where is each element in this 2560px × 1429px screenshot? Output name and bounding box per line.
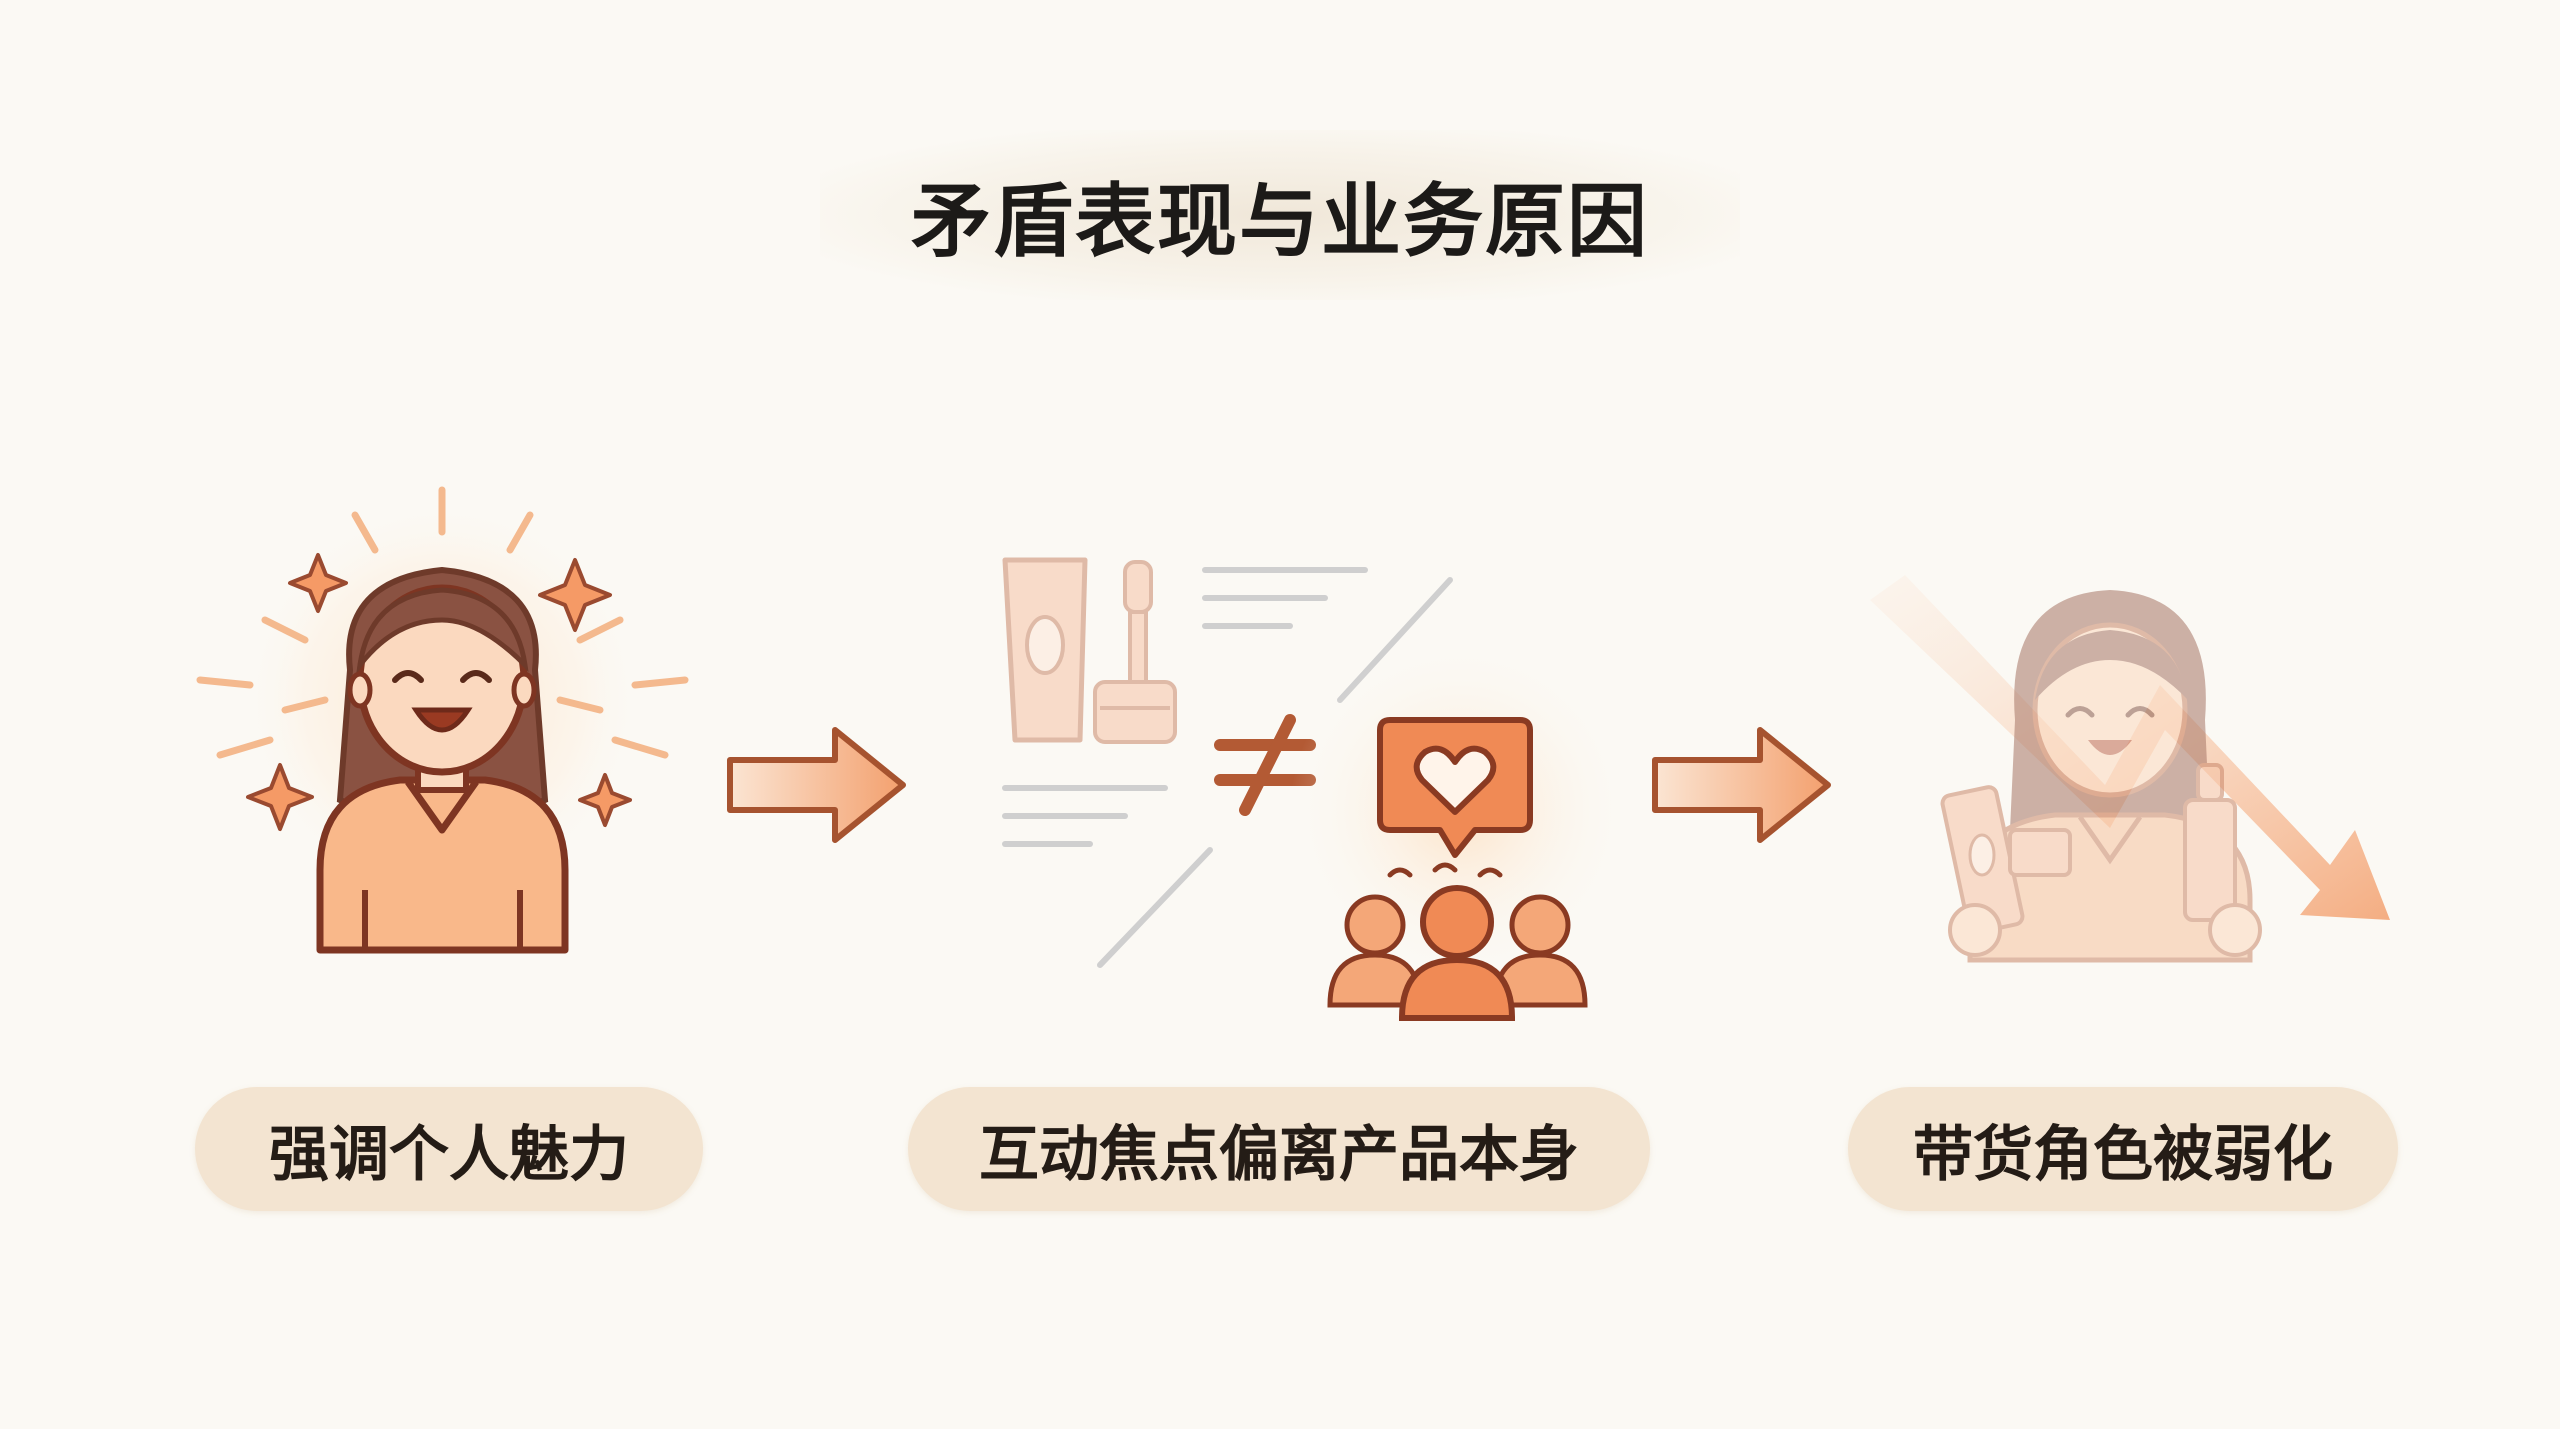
step-label-3-text: 带货角色被弱化 (1913, 1119, 2333, 1190)
step-label-2-text: 互动焦点偏离产品本身 (979, 1119, 1579, 1190)
title-banner: 矛盾表现与业务原因 (820, 130, 1740, 300)
product-vs-audience-icon (1002, 557, 1630, 1021)
charismatic-woman-icon (196, 486, 689, 954)
page-title: 矛盾表现与业务原因 (911, 175, 1649, 268)
step-label-2: 互动焦点偏离产品本身 (908, 1087, 1650, 1211)
step-label-1: 强调个人魅力 (195, 1087, 703, 1211)
arrow-right-icon (1652, 727, 1831, 843)
faded-seller-declining-icon (1870, 575, 2390, 963)
step-label-1-text: 强调个人魅力 (269, 1119, 629, 1190)
step-label-3: 带货角色被弱化 (1848, 1087, 2398, 1211)
arrow-right-icon (727, 727, 906, 843)
